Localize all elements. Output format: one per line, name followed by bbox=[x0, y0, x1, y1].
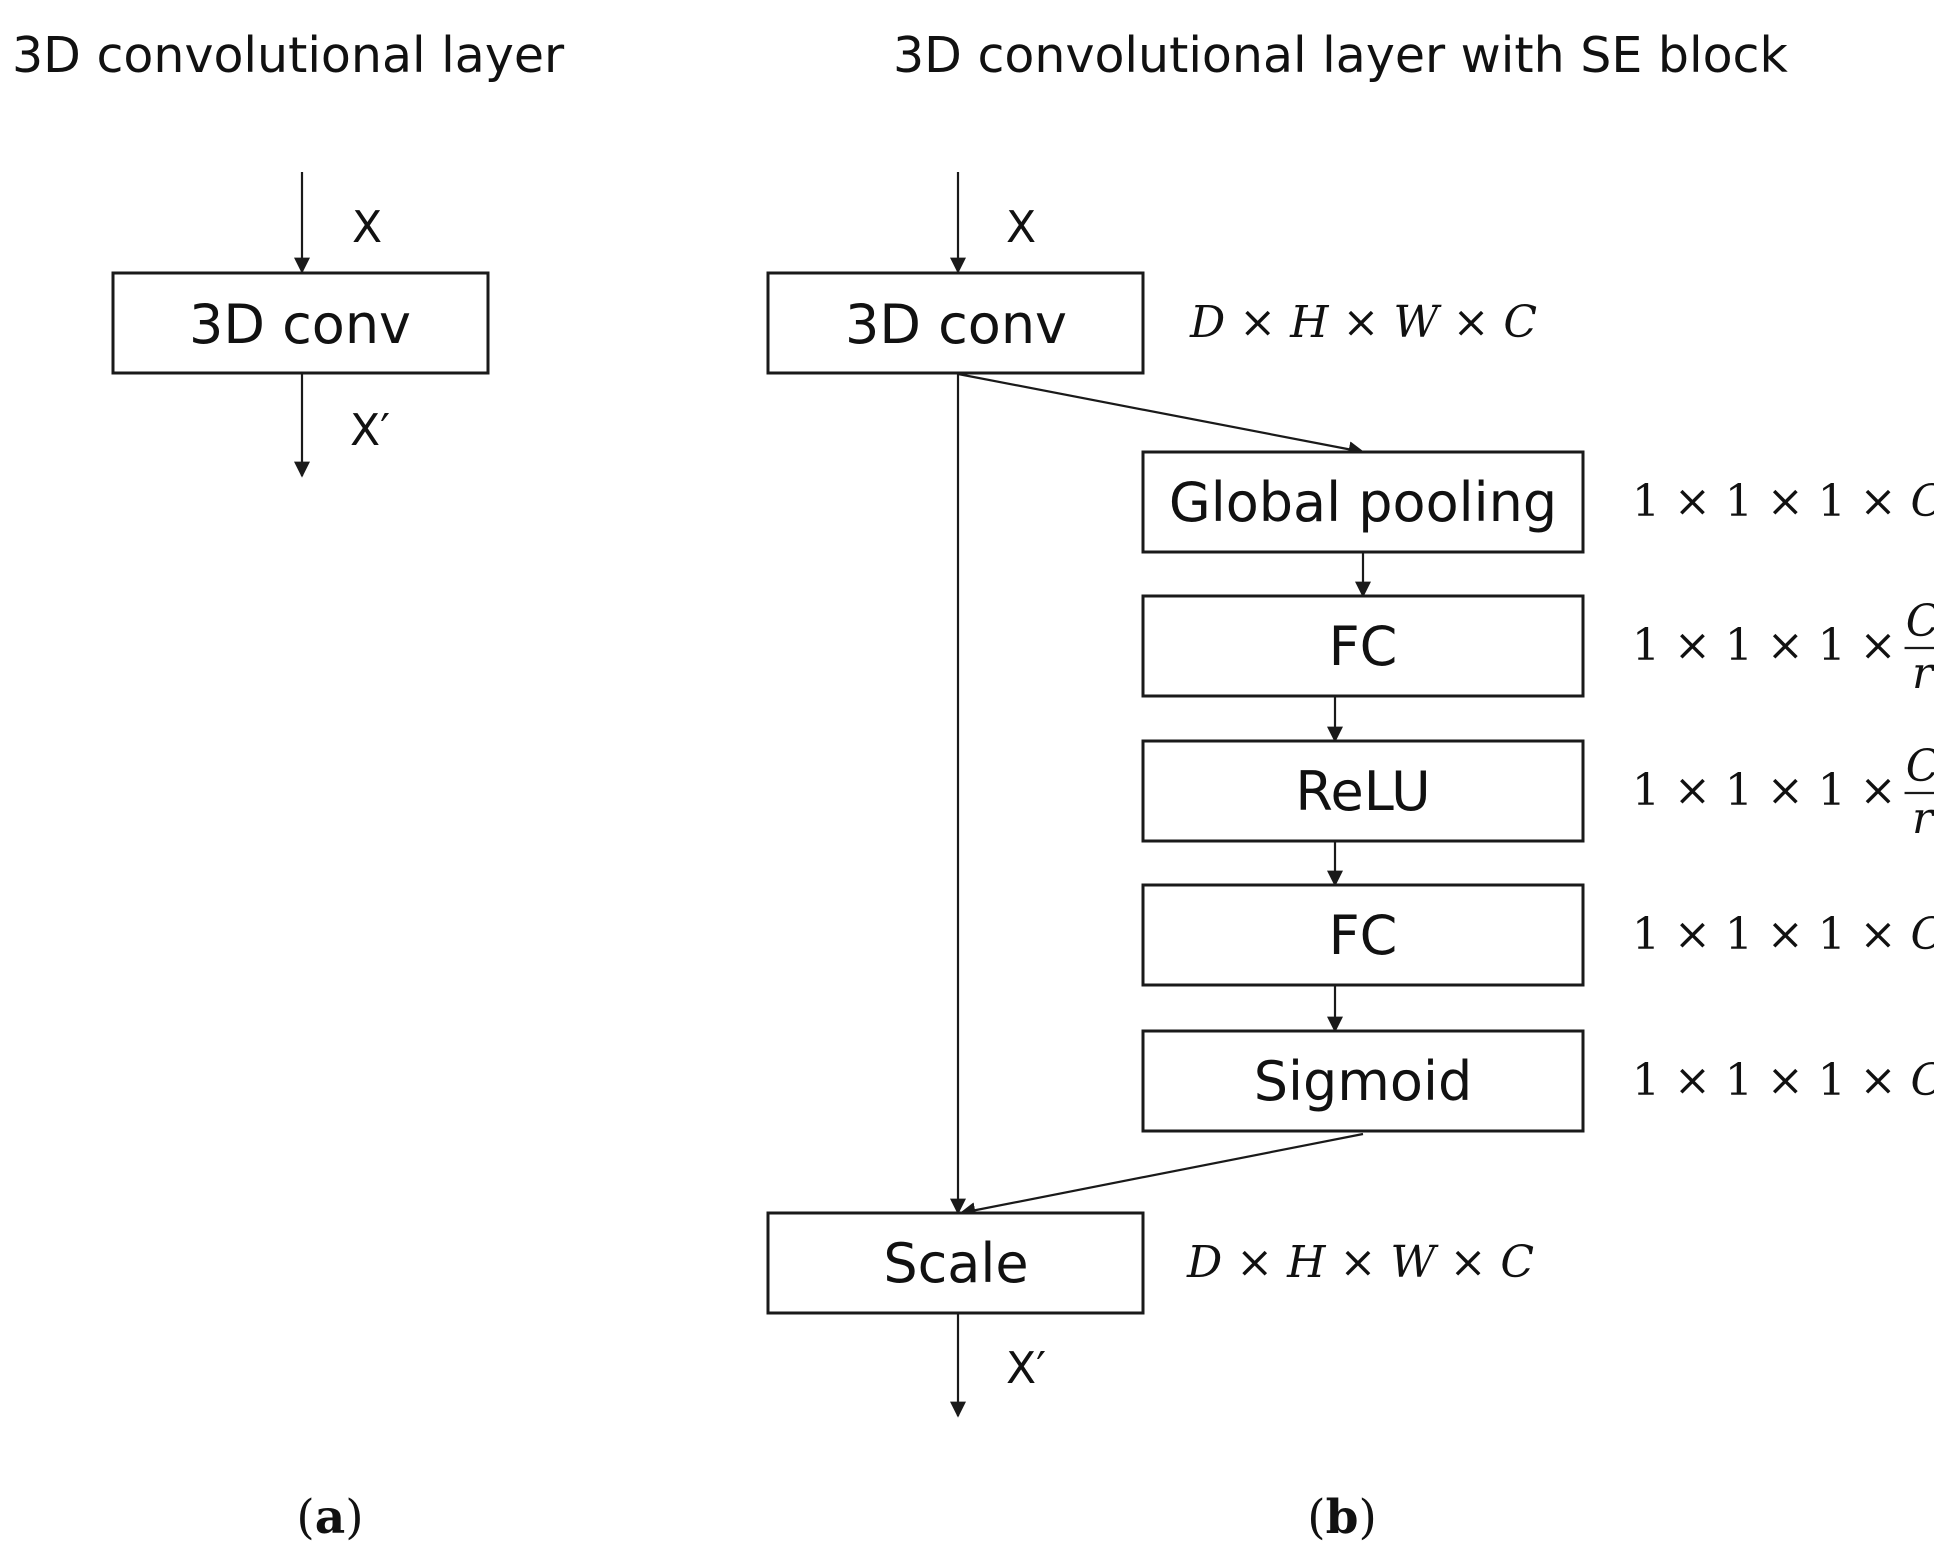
conv-dims-times: × bbox=[1329, 297, 1394, 348]
fc-1-dims: 1 × 1 × 1 × bbox=[1632, 620, 1897, 671]
sigmoid-label: Sigmoid bbox=[1254, 1050, 1472, 1113]
panel-b-conv-dims: D × H × W × C bbox=[1189, 297, 1537, 348]
relu-dims-fraction-denominator: r bbox=[1912, 793, 1934, 844]
scale-dims-term: W bbox=[1390, 1237, 1439, 1288]
fc-1-dims-fraction-numerator: C bbox=[1906, 596, 1934, 647]
sigmoid-dims-term: 1 bbox=[1632, 1055, 1660, 1106]
conv-to-pooling-arrow bbox=[957, 372, 1365, 458]
sigmoid-dims-times: × bbox=[1846, 1055, 1911, 1106]
global-pooling-dims-term: 1 bbox=[1632, 476, 1660, 527]
global-pooling-dims-times: × bbox=[1660, 476, 1725, 527]
global-pooling-dims-term: C bbox=[1911, 476, 1934, 527]
panel-a: 3D convolutional layer X 3D conv X′ (a) bbox=[12, 27, 565, 1545]
fc-2-box bbox=[1141, 883, 1585, 987]
fc-1-box bbox=[1141, 594, 1585, 698]
fc-1-dims-times: × bbox=[1846, 620, 1897, 671]
panel-b-scale-box bbox=[766, 1211, 1145, 1315]
relu-dims-term: 1 bbox=[1632, 765, 1660, 816]
sigmoid-to-scale-arrow bbox=[959, 1132, 1364, 1219]
fc-1-dims-term: 1 bbox=[1632, 620, 1660, 671]
fc-1-label: FC bbox=[1329, 615, 1398, 678]
scale-dims-times: × bbox=[1222, 1237, 1287, 1288]
sigmoid-dims-times: × bbox=[1660, 1055, 1725, 1106]
fc-2-dims: 1 × 1 × 1 × C bbox=[1632, 909, 1934, 960]
fc-1-dims-times: × bbox=[1660, 620, 1725, 671]
scale-dims-term: C bbox=[1500, 1237, 1534, 1288]
panel-b-scale-dims: D × H × W × C bbox=[1186, 1237, 1534, 1288]
fc-1-dims-fraction-denominator: r bbox=[1912, 648, 1934, 699]
fc-2-dims-term: 1 bbox=[1818, 909, 1846, 960]
relu-dims: 1 × 1 × 1 × bbox=[1632, 765, 1897, 816]
conv-dims-term: C bbox=[1503, 297, 1537, 348]
fc-1-dims-term: 1 bbox=[1818, 620, 1846, 671]
scale-dims-term: D bbox=[1186, 1237, 1222, 1288]
global-pooling-label: Global pooling bbox=[1169, 471, 1557, 534]
panel-b-title: 3D convolutional layer with SE block bbox=[893, 27, 1788, 84]
fc-2-dims-term: 1 bbox=[1725, 909, 1753, 960]
conv-dims-term: H bbox=[1289, 297, 1330, 348]
relu-dims-term: 1 bbox=[1818, 765, 1846, 816]
fc-2-dims-term: C bbox=[1911, 909, 1934, 960]
fc-2-dims-times: × bbox=[1660, 909, 1725, 960]
global-pooling-box bbox=[1141, 450, 1585, 554]
relu-box bbox=[1141, 739, 1585, 843]
scale-dims-times: × bbox=[1326, 1237, 1391, 1288]
se-block-stack: Global pooling 1 × 1 × 1 × C FC 1 × 1 × 1 ×… bbox=[1141, 450, 1934, 1133]
global-pooling-dims: 1 × 1 × 1 × C bbox=[1632, 476, 1934, 527]
fc-2-dims-times: × bbox=[1846, 909, 1911, 960]
panel-b-scale-label: Scale bbox=[883, 1232, 1028, 1295]
global-pooling-dims-term: 1 bbox=[1725, 476, 1753, 527]
panel-b: 3D convolutional layer with SE block X 3… bbox=[766, 27, 1934, 1545]
panel-b-output-label: X′ bbox=[1006, 1343, 1046, 1394]
sigmoid-dims-term: 1 bbox=[1725, 1055, 1753, 1106]
panel-b-conv-box bbox=[766, 271, 1145, 375]
global-pooling-dims-term: 1 bbox=[1818, 476, 1846, 527]
sigmoid-dims-term: 1 bbox=[1818, 1055, 1846, 1106]
conv-dims-times: × bbox=[1225, 297, 1290, 348]
sigmoid-dims-term: C bbox=[1911, 1055, 1934, 1106]
panel-b-input-label: X bbox=[1006, 202, 1036, 253]
fc-2-dims-times: × bbox=[1753, 909, 1818, 960]
relu-dims-times: × bbox=[1753, 765, 1818, 816]
fc-2-label: FC bbox=[1329, 904, 1398, 967]
scale-dims-term: H bbox=[1286, 1237, 1327, 1288]
panel-a-title: 3D convolutional layer bbox=[12, 27, 565, 84]
global-pooling-dims-times: × bbox=[1846, 476, 1911, 527]
global-pooling-dims-times: × bbox=[1753, 476, 1818, 527]
relu-label: ReLU bbox=[1295, 760, 1430, 823]
conv-dims: D × H × W × C bbox=[1189, 297, 1537, 348]
conv-dims-times: × bbox=[1439, 297, 1504, 348]
relu-dims-fraction-numerator: C bbox=[1906, 741, 1934, 792]
panel-a-caption: (a) bbox=[296, 1490, 363, 1545]
panel-b-conv-label: 3D conv bbox=[845, 293, 1067, 356]
panel-b-caption: (b) bbox=[1307, 1490, 1377, 1545]
panel-a-output-label: X′ bbox=[350, 405, 390, 456]
panel-a-conv-label: 3D conv bbox=[189, 293, 411, 356]
panel-a-conv-box bbox=[111, 271, 490, 375]
sigmoid-box bbox=[1141, 1029, 1585, 1133]
fc-2-dims-term: 1 bbox=[1632, 909, 1660, 960]
conv-dims-term: D bbox=[1189, 297, 1225, 348]
relu-dims-times: × bbox=[1846, 765, 1897, 816]
panel-a-input-label: X bbox=[352, 202, 382, 253]
relu-dims-times: × bbox=[1660, 765, 1725, 816]
scale-dims: D × H × W × C bbox=[1186, 1237, 1534, 1288]
scale-dims-times: × bbox=[1436, 1237, 1501, 1288]
fc-1-dims-term: 1 bbox=[1725, 620, 1753, 671]
conv-dims-term: W bbox=[1393, 297, 1442, 348]
sigmoid-dims-times: × bbox=[1753, 1055, 1818, 1106]
sigmoid-dims: 1 × 1 × 1 × C bbox=[1632, 1055, 1934, 1106]
fc-1-dims-times: × bbox=[1753, 620, 1818, 671]
relu-dims-term: 1 bbox=[1725, 765, 1753, 816]
